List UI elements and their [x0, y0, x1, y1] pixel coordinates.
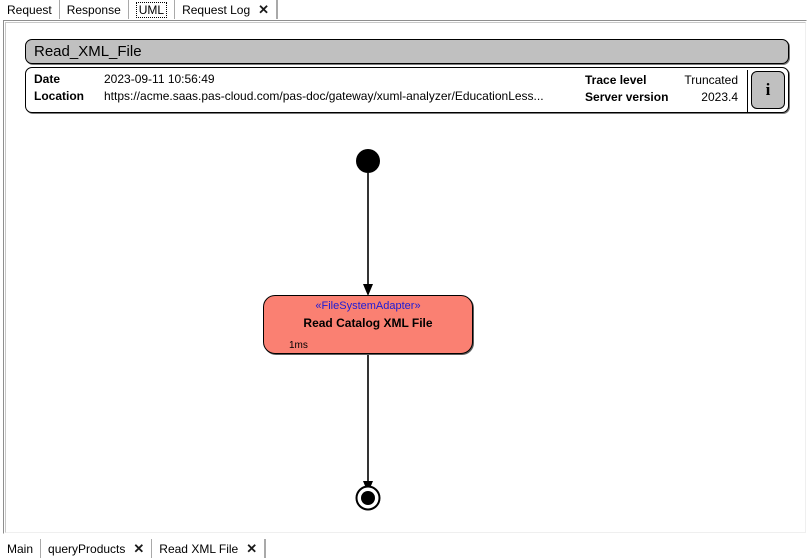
uml-panel: Read_XML_File Date 2023-09-11 10:56:49 L… [3, 20, 807, 534]
arrowhead-initial-to-activity [363, 284, 373, 296]
page-title: Read_XML_File [25, 39, 789, 64]
tab-response[interactable]: Response [59, 0, 129, 19]
trace-header: Read_XML_File Date 2023-09-11 10:56:49 L… [25, 39, 789, 114]
close-icon[interactable]: ✕ [258, 2, 270, 17]
tab-response-label: Response [66, 2, 121, 17]
trace-info-left: Date 2023-09-11 10:56:49 Location https:… [34, 72, 544, 106]
activity-node-title: Read Catalog XML File [303, 316, 433, 330]
bottom-tab-strip: Main queryProducts ✕ Read XML File ✕ [0, 539, 810, 558]
location-row: Location https://acme.saas.pas-cloud.com… [34, 89, 544, 106]
uml-panel-inner: Read_XML_File Date 2023-09-11 10:56:49 L… [5, 22, 806, 533]
trace-level-value: Truncated [684, 73, 738, 87]
date-row: Date 2023-09-11 10:56:49 [34, 72, 544, 89]
tab-request-label: Request [7, 2, 52, 17]
location-value: https://acme.saas.pas-cloud.com/pas-doc/… [104, 89, 544, 103]
tab-uml[interactable]: UML [128, 0, 176, 19]
page-title-text: Read_XML_File [34, 43, 142, 60]
final-node[interactable] [361, 491, 375, 505]
activity-node-stereotype: «FileSystemAdapter» [315, 300, 421, 312]
trace-info-right-keys: Trace level Server version [585, 72, 668, 106]
tab-request[interactable]: Request [0, 0, 60, 19]
activity-node-duration: 1ms [289, 340, 308, 351]
bottom-tab-read-xml-file-label: Read XML File [159, 541, 239, 556]
close-icon[interactable]: ✕ [246, 541, 258, 556]
date-value: 2023-09-11 10:56:49 [104, 72, 215, 86]
info-button-label: i [765, 80, 771, 99]
bottom-tab-queryproducts[interactable]: queryProducts ✕ [41, 539, 153, 558]
diagram-edges [355, 149, 381, 511]
tab-request-log-label: Request Log [182, 2, 251, 17]
trace-level-label: Trace level [585, 73, 647, 87]
tab-strip-filler [277, 0, 810, 19]
close-icon[interactable]: ✕ [133, 541, 145, 556]
server-version-value: 2023.4 [701, 90, 738, 104]
bottom-tab-main[interactable]: Main [0, 539, 42, 558]
bottom-tab-read-xml-file[interactable]: Read XML File ✕ [152, 539, 266, 558]
location-label: Location [34, 89, 84, 103]
tab-request-log[interactable]: Request Log ✕ [175, 0, 278, 19]
server-version-label: Server version [585, 90, 669, 104]
info-divider [747, 70, 748, 112]
activity-node-read-catalog-xml-file[interactable]: «FileSystemAdapter» Read Catalog XML Fil… [263, 295, 473, 354]
date-label: Date [34, 72, 61, 86]
tab-uml-label: UML [135, 1, 168, 18]
info-button[interactable]: i [751, 71, 785, 109]
trace-info-right: Trace level Server version Truncated 202… [585, 72, 746, 106]
bottom-tab-strip-filler [265, 539, 810, 558]
trace-info-box: Date 2023-09-11 10:56:49 Location https:… [25, 67, 789, 113]
trace-info-right-values: Truncated 2023.4 [684, 72, 746, 106]
activity-diagram: «FileSystemAdapter» Read Catalog XML Fil… [7, 24, 805, 532]
initial-node[interactable] [356, 149, 380, 173]
uml-canvas[interactable]: Read_XML_File Date 2023-09-11 10:56:49 L… [7, 24, 805, 532]
bottom-tab-main-label: Main [7, 541, 34, 556]
top-tab-strip: Request Response UML Request Log ✕ [0, 0, 810, 19]
bottom-tab-queryproducts-label: queryProducts [48, 541, 126, 556]
